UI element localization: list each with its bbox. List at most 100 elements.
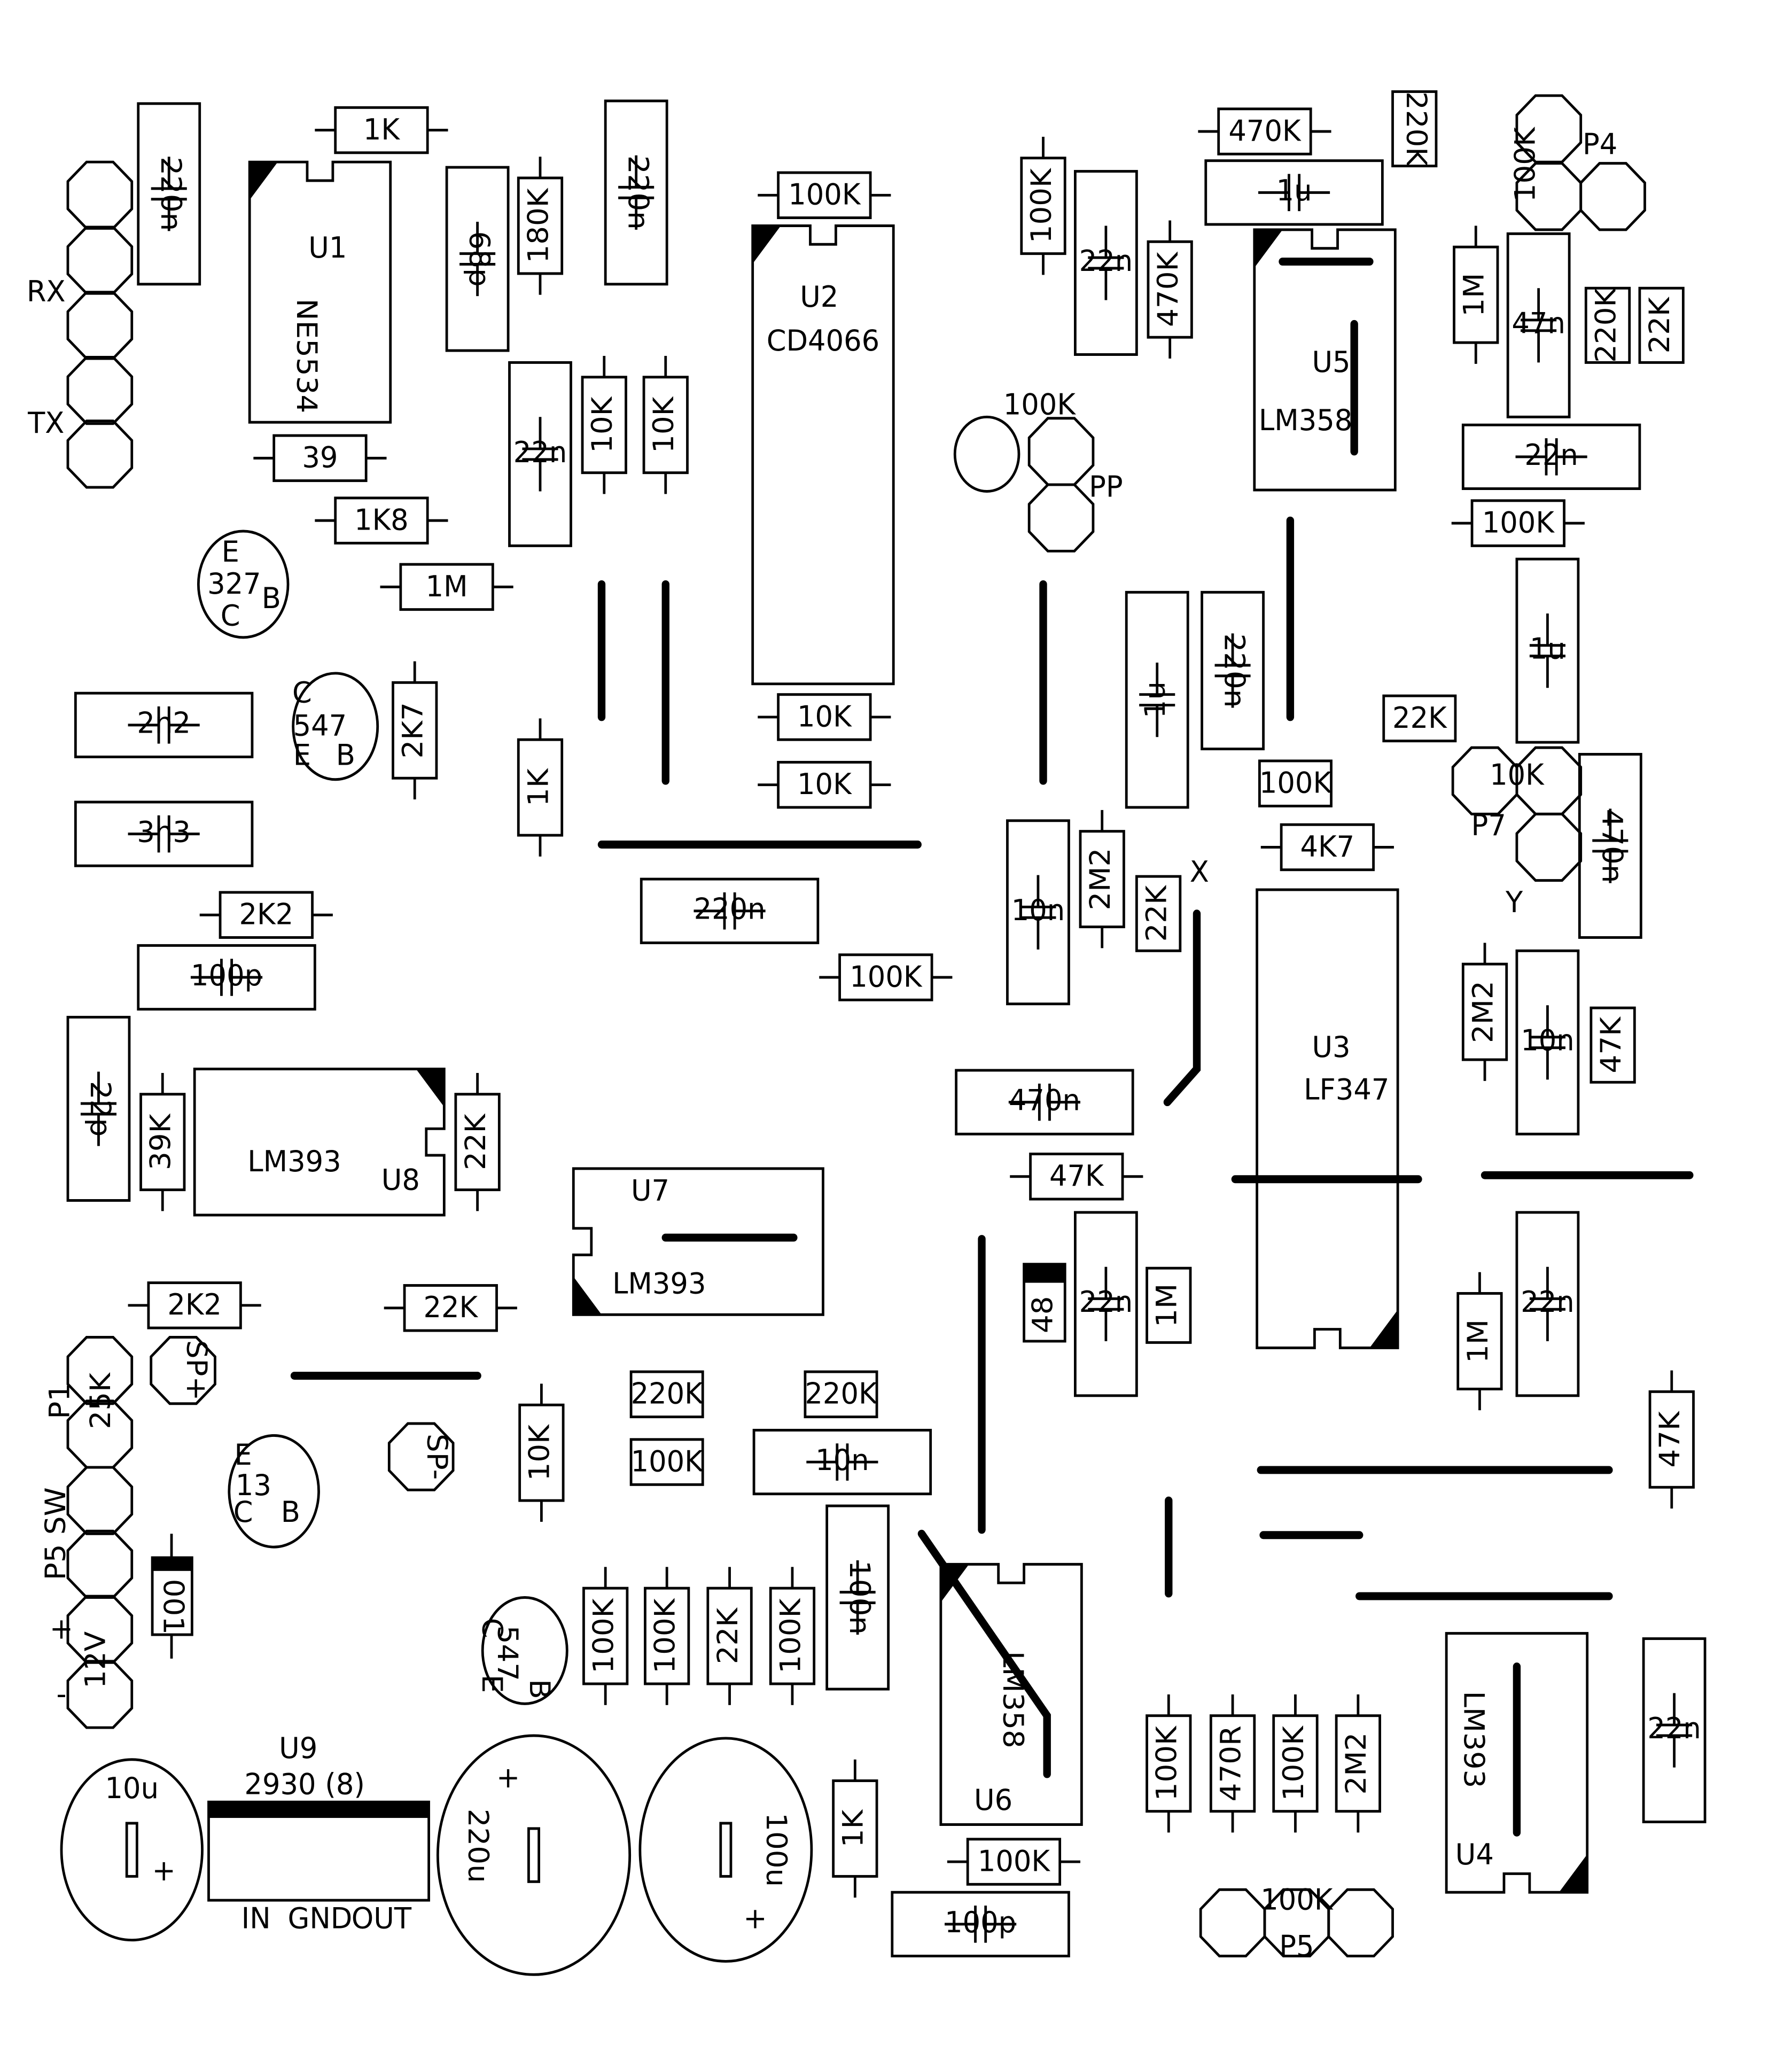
body-outline: [137, 102, 201, 286]
component-label: B: [523, 1679, 556, 1699]
component-label: 100u: [760, 1813, 793, 1887]
component-label: 25K: [84, 1372, 117, 1429]
resistor: 220K: [1584, 286, 1631, 364]
capacitor: 220n: [1201, 590, 1265, 751]
capacitor-body: [638, 1737, 813, 1963]
ic-outline: [751, 224, 895, 686]
resistor: 100K: [1272, 1694, 1319, 1833]
resistor: 220K: [629, 1370, 704, 1419]
component-label: P7: [1471, 808, 1506, 842]
component-label: U7: [631, 1173, 669, 1208]
pad-octagon: [66, 160, 134, 230]
resistor: 22K: [706, 1567, 753, 1705]
component-label: 10K: [647, 396, 680, 453]
resistor: 220K: [804, 1370, 878, 1419]
pad-octagon: [1451, 746, 1518, 815]
pad-octagon: [150, 1335, 216, 1405]
component-label: 220K: [1589, 287, 1622, 363]
resistor: 1M: [1456, 1272, 1503, 1411]
capacitor: 22n: [1074, 1211, 1138, 1397]
body-outline: [1125, 590, 1189, 809]
resistor: 1K: [832, 1759, 878, 1898]
body-outline: [1590, 1006, 1636, 1084]
heatsink-tab: [208, 1802, 429, 1818]
resistor: 1M: [380, 563, 513, 611]
body-outline: [1391, 90, 1438, 168]
component-label: 100K: [1277, 1725, 1310, 1801]
component-label: 470n: [1009, 1083, 1080, 1117]
component-label: 220K: [805, 1377, 878, 1411]
transistor-body: [292, 672, 379, 781]
capacitor: 10n: [1006, 819, 1070, 1006]
pad-octagon: [1027, 417, 1095, 486]
component-label: 2M2: [1084, 848, 1117, 911]
component-label: 1u: [1139, 681, 1172, 718]
component-label: 327: [207, 566, 261, 601]
body-outline: [1023, 1263, 1066, 1343]
capacitor: 22n: [1642, 1637, 1707, 1823]
body-outline: [1461, 423, 1641, 490]
pad-octagon: [66, 226, 134, 295]
component-label: 100K: [774, 1598, 807, 1674]
wire-jumper: [1163, 909, 1201, 1107]
component-label: C: [292, 675, 312, 710]
resistor: 1K: [315, 106, 448, 154]
transistor-body: [481, 1596, 568, 1705]
speaker-minus-pad: SP-: [387, 1422, 455, 1491]
component-label: 22p: [84, 1081, 117, 1137]
component-label: P5 SW: [39, 1487, 72, 1580]
pin1-marker: [573, 1277, 602, 1315]
capacitor: 3n3: [74, 800, 254, 867]
body-outline: [508, 361, 572, 547]
component-label: 22n: [1647, 1711, 1701, 1745]
component-label: GND: [288, 1901, 353, 1935]
body-outline: [1638, 286, 1685, 364]
resistor: 39K: [139, 1072, 186, 1211]
capacitor: 220n: [604, 99, 668, 286]
resistor: 1M: [1453, 226, 1499, 364]
resistor: 1K: [517, 718, 564, 857]
component-label: 470K: [1151, 251, 1185, 327]
component-label: 39: [302, 440, 338, 475]
component-label: CD4066: [767, 323, 879, 357]
ic-outline: [1256, 888, 1399, 1349]
component-label: 2K2: [239, 897, 293, 931]
capacitor: 1u: [1204, 159, 1384, 226]
body-outline: [66, 1016, 131, 1202]
component-label: C: [221, 598, 240, 633]
resistor: 2K7: [392, 661, 438, 800]
component-label: 470R: [1214, 1725, 1247, 1801]
component-label: C: [476, 1618, 509, 1638]
component-label: E: [293, 737, 311, 772]
capacitor-plate: [719, 1822, 733, 1878]
diode-1n4001: 001: [151, 1534, 193, 1659]
pad-octagon: [66, 1466, 134, 1535]
component-label: 22K: [1643, 296, 1676, 353]
component-label: SP+: [180, 1340, 213, 1401]
pad-octagon: [1199, 1888, 1266, 1957]
resistor: 47K: [1010, 1153, 1143, 1201]
component-label: 100K: [631, 1444, 704, 1479]
speaker-plus-pad: SP+: [150, 1335, 216, 1405]
body-outline: [74, 691, 254, 758]
body-outline: [1201, 590, 1265, 751]
electrolytic-capacitor: 10u+: [60, 1758, 204, 1942]
resistor: 100K: [769, 1567, 816, 1705]
component-label: 48: [1026, 1296, 1059, 1333]
pad-octagon: [1515, 812, 1583, 882]
resistor: 10K: [518, 1383, 565, 1522]
component-label: 180K: [521, 188, 555, 263]
component-layer: U1NE5534U2CD4066U3LF347U4LM393U5LM358U6L…: [27, 90, 1707, 1976]
component-label: 39K: [144, 1113, 177, 1170]
resistor: 100K: [758, 171, 891, 220]
component-label: 470n: [1596, 808, 1629, 883]
capacitor: 22n: [1461, 423, 1641, 490]
resistor: 2K2: [199, 891, 333, 939]
trace-layer: [290, 258, 1694, 1837]
pad-octagon: [1515, 162, 1583, 231]
